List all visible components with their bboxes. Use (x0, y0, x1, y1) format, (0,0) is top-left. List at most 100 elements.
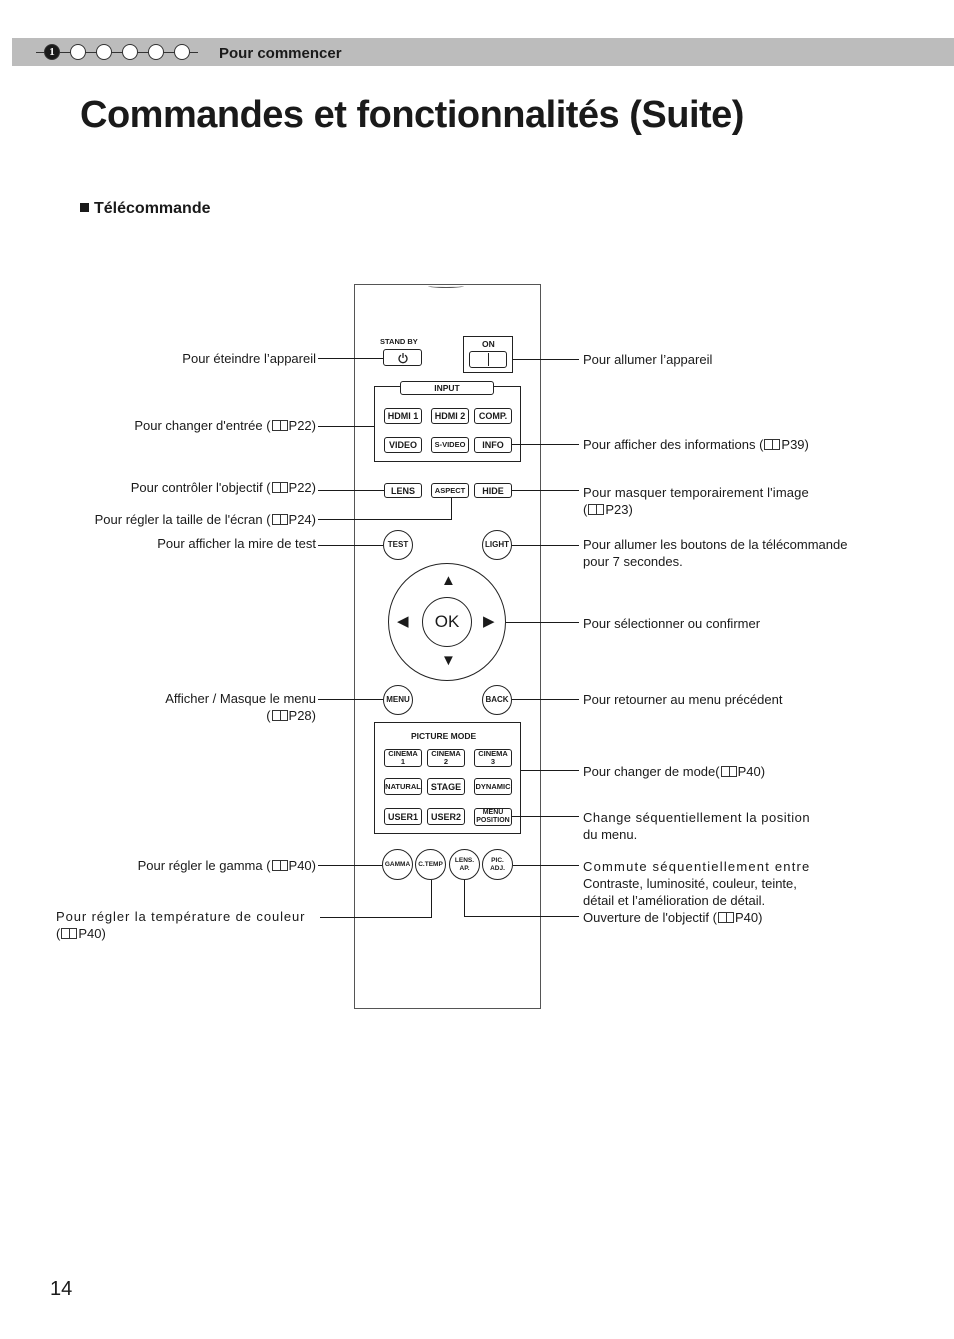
label-menu-page-ref: P28) (288, 708, 316, 723)
label-ctemp-text: Pour régler la température de couleur (56, 909, 306, 924)
on-button[interactable] (469, 351, 507, 368)
label-info: Pour afficher des informations (P39) (583, 436, 809, 453)
label-menu-text: Afficher / Masque le menu (165, 691, 316, 706)
svideo-button[interactable]: S-VIDEO (431, 437, 469, 453)
standby-button[interactable] (383, 349, 422, 366)
cinema3-text: CINEMA (478, 749, 508, 758)
aspect-button[interactable]: ASPECT (431, 483, 469, 498)
stage-button[interactable]: STAGE (427, 778, 465, 795)
label-lens-page-ref: P22) (288, 480, 316, 495)
label-menu: Afficher / Masque le menu(P28) (165, 690, 316, 724)
label-lens-aperture-text: Ouverture de l'objectif ( (583, 910, 717, 925)
on-button-frame (463, 336, 513, 373)
header-bar: 1 Pour commencer (12, 38, 954, 66)
natural-button[interactable]: NATURAL (384, 778, 422, 795)
label-aspect: Pour régler la taille de l'écran (P24) (95, 511, 316, 528)
menu-button[interactable]: MENU (383, 685, 413, 715)
info-button[interactable]: INFO (474, 437, 512, 453)
leader-line-picture-adjust (513, 865, 579, 866)
menu-position-text-a: MENU (482, 809, 504, 816)
label-aspect-page-ref: P24) (288, 512, 316, 527)
label-ctemp-page-ref: P40) (78, 926, 106, 941)
gamma-button[interactable]: GAMMA (382, 849, 413, 880)
hdmi2-button[interactable]: HDMI 2 (431, 408, 469, 424)
leader-line-on (513, 359, 579, 360)
lens-aperture-button[interactable]: LENS.AP. (449, 849, 480, 880)
leader-line-ok (506, 622, 579, 623)
leader-line-lens-aperture-v (464, 880, 465, 916)
arrow-up-icon[interactable]: ▲ (441, 572, 456, 589)
label-gamma-text: Pour régler le gamma ( (137, 858, 271, 873)
ctemp-button[interactable]: C.TEMP (415, 849, 446, 880)
light-button[interactable]: LIGHT (482, 530, 512, 560)
leader-line-standby (318, 358, 383, 359)
label-gamma-page-ref: P40) (288, 858, 316, 873)
test-button[interactable]: TEST (383, 530, 413, 560)
arrow-down-icon[interactable]: ▼ (441, 652, 456, 669)
label-menu-position-text-a: Change séquentiellement la position (583, 810, 811, 825)
label-picture-mode-page-ref: P40) (737, 764, 766, 779)
label-ctemp: Pour régler la température de couleur(P4… (56, 908, 316, 942)
video-button[interactable]: VIDEO (384, 437, 422, 453)
label-back: Pour retourner au menu précédent (583, 692, 783, 707)
book-reference-icon (271, 482, 288, 493)
dpad-ring[interactable] (388, 563, 506, 681)
chapter-dot (70, 44, 86, 60)
label-hide-text: Pour masquer temporairement l'image (583, 485, 809, 500)
leader-line-ctemp-h (320, 917, 432, 918)
label-picture-mode-text: Pour changer de mode( (583, 764, 720, 779)
picture-adjust-button[interactable]: PIC.ADJ. (482, 849, 513, 880)
leader-line-picture-mode (521, 770, 579, 771)
arrow-right-icon[interactable]: ▶ (483, 613, 495, 630)
ok-button[interactable]: OK (422, 597, 472, 647)
user1-button[interactable]: USER1 (384, 808, 422, 825)
lens-aperture-text-b: AP. (459, 864, 470, 872)
hdmi1-button[interactable]: HDMI 1 (384, 408, 422, 424)
cinema2-number: 2 (443, 757, 449, 766)
dynamic-button[interactable]: DYNAMIC (474, 778, 512, 795)
subheading: Télécommande (80, 200, 210, 218)
picture-mode-label: PICTURE MODE (411, 731, 477, 741)
picture-adjust-text-b: ADJ. (490, 864, 505, 872)
back-button[interactable]: BACK (482, 685, 512, 715)
label-input-text: Pour changer d'entrée ( (134, 418, 271, 433)
label-ok: Pour sélectionner ou confirmer (583, 616, 761, 631)
arrow-left-icon[interactable]: ◀ (397, 613, 409, 630)
leader-line-lens (318, 490, 384, 491)
book-reference-icon (271, 860, 288, 871)
label-hide-paren: ( (583, 502, 588, 517)
cinema1-number: 1 (400, 757, 406, 766)
chapter-dot (96, 44, 112, 60)
label-menu-position: Change séquentiellement la position du me… (583, 809, 883, 843)
hide-button[interactable]: HIDE (474, 483, 512, 498)
user2-button[interactable]: USER2 (427, 808, 465, 825)
chapter-dot (174, 44, 190, 60)
book-reference-icon (588, 504, 605, 515)
comp-button[interactable]: COMP. (474, 408, 512, 424)
leader-line-light (512, 545, 579, 546)
leader-line-info (512, 444, 579, 445)
label-on: Pour allumer l’appareil (583, 352, 713, 367)
chapter-dot (148, 44, 164, 60)
label-picture-mode: Pour changer de mode( P40) (583, 763, 765, 780)
label-hide-ref-line: (P23) (583, 501, 883, 518)
cinema2-text: CINEMA (431, 749, 461, 758)
lens-button[interactable]: LENS (384, 483, 422, 498)
label-lens: Pour contrôler l'objectif ( P22) (131, 479, 316, 496)
lens-aperture-text-a: LENS. (454, 856, 475, 864)
label-menu-position-text-b: du menu. (583, 827, 638, 842)
label-light-text-a: Pour allumer les boutons de la télécomma… (583, 537, 848, 552)
subheading-text: Télécommande (94, 200, 211, 217)
leader-line-gamma (318, 865, 382, 866)
menu-position-text-b: POSITION (476, 817, 510, 824)
cinema1-text: CINEMA (388, 749, 418, 758)
chapter-dot-active: 1 (44, 44, 60, 60)
label-picture-adjust-text-b: Contraste, luminosité, couleur, teinte, (583, 876, 797, 891)
input-label: INPUT (400, 381, 494, 395)
label-menu-ref-line: (P28) (165, 707, 316, 724)
label-lens-text: Pour contrôler l'objectif ( (130, 480, 271, 495)
